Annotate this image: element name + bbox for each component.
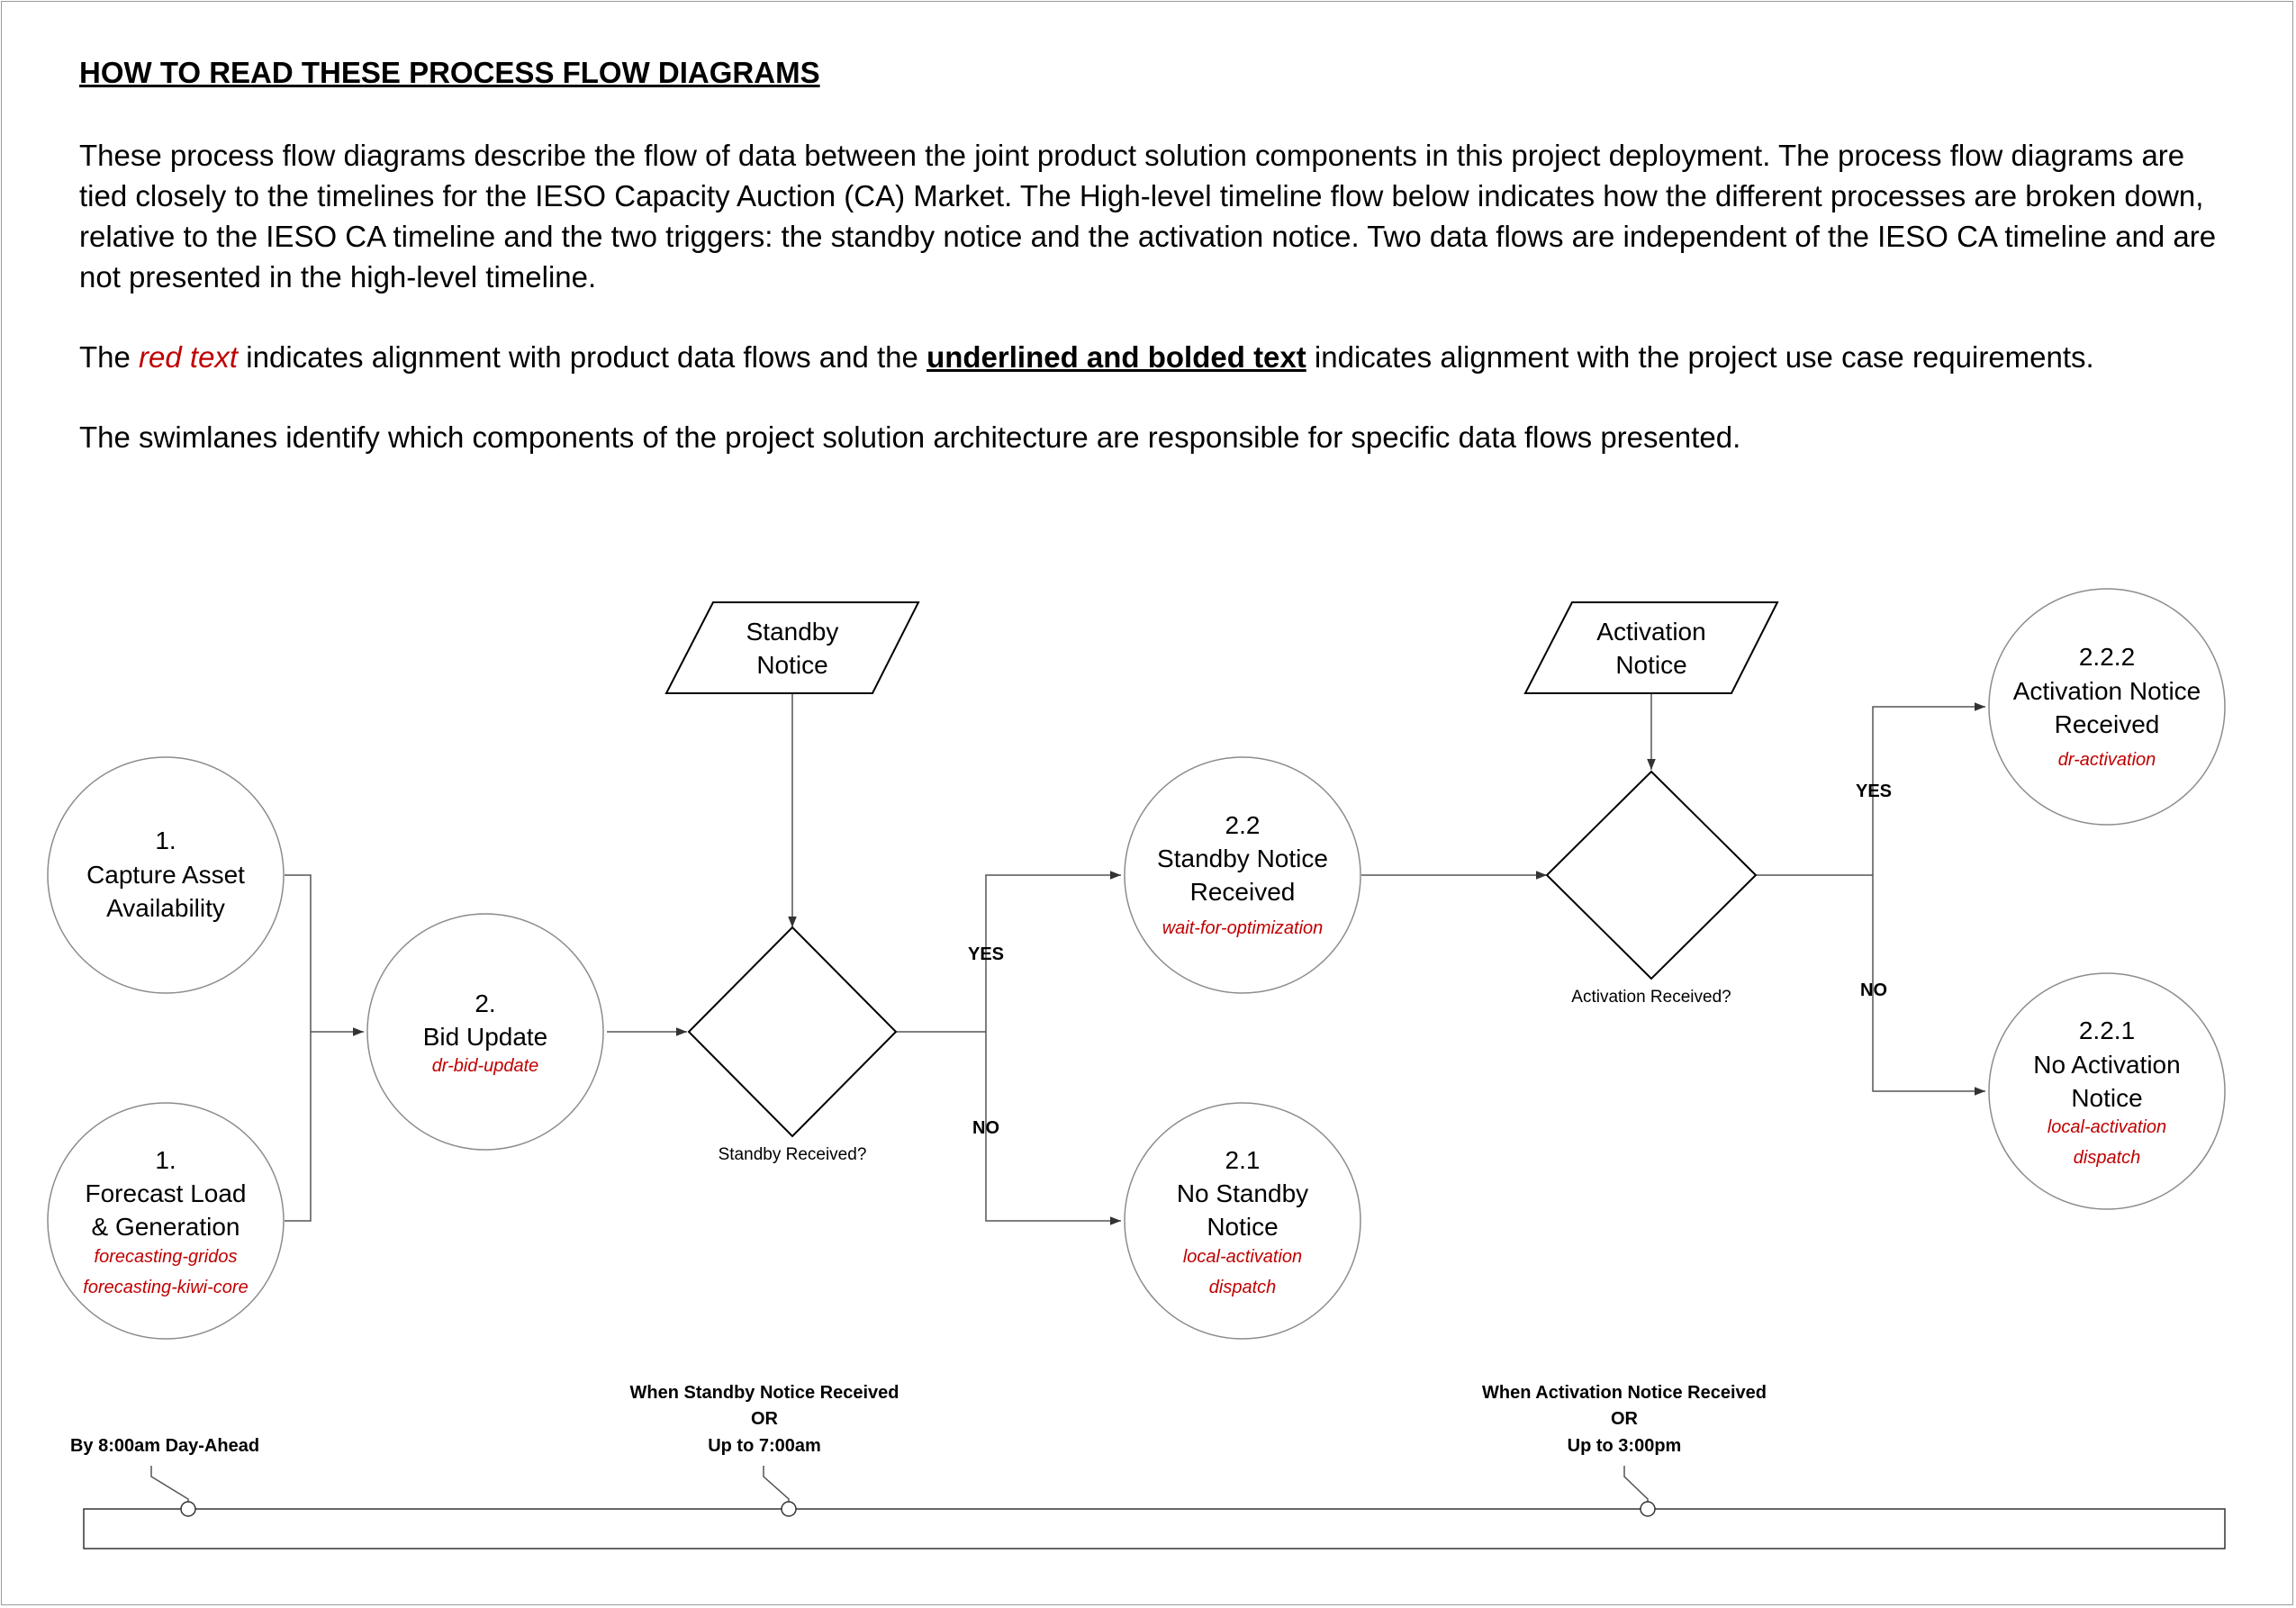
input-label-line1: Activation (1596, 618, 1705, 646)
para2-middle: indicates alignment with product data fl… (238, 340, 927, 374)
node-tag-2: dispatch (2074, 1148, 2141, 1168)
connector-no-to-2-2-1 (1872, 875, 1985, 1096)
node-circle (1988, 972, 2226, 1210)
node-tag-1: forecasting-gridos (95, 1247, 238, 1267)
milestone-label-line1: When Standby Notice Received (630, 1383, 899, 1403)
bold-text-sample: underlined and bolded text (927, 340, 1306, 374)
node-number: 2.2.1 (2079, 1016, 2135, 1044)
red-text-sample: red text (139, 340, 239, 374)
node-capture-asset-availability: 1. Capture Asset Availability (47, 756, 285, 994)
node-number: 2.2.2 (2079, 643, 2135, 671)
connector-yes-to-2-2-2 (1872, 702, 1985, 875)
milestone-label-line3: Up to 7:00am (708, 1436, 821, 1456)
node-label-line1: Standby Notice (1157, 845, 1328, 872)
node-label-line1: Bid Update (423, 1023, 548, 1051)
connector-yes-to-2-2 (985, 871, 1121, 1032)
timeline-bar (83, 1508, 2226, 1549)
node-tag-2: dispatch (1209, 1278, 1277, 1297)
input-label-line2: Notice (756, 651, 827, 679)
milestone-label-line1: When Activation Notice Received (1482, 1383, 1767, 1403)
milestone-marker (180, 1501, 196, 1517)
node-circle (47, 756, 285, 994)
diamond-shape (687, 926, 898, 1138)
decision-label: Standby Received? (719, 1145, 867, 1164)
milestone-label-line2: OR (751, 1409, 779, 1429)
decision-activation-received: Activation Received? (1545, 770, 1758, 1007)
node-label-line1: No Activation (2033, 1051, 2180, 1079)
node-tag-2: forecasting-kiwi-core (83, 1278, 248, 1297)
intro-paragraph-1: These process flow diagrams describe the… (79, 139, 2217, 294)
parallelogram-shape (1523, 601, 1779, 694)
para2-prefix: The (79, 340, 140, 374)
milestone-leader (150, 1466, 189, 1509)
page-title: HOW TO READ THESE PROCESS FLOW DIAGRAMS (79, 56, 820, 89)
connectors (285, 693, 1985, 1225)
branch-label-yes-standby: YES (968, 944, 1004, 964)
node-number: 2.1 (1225, 1146, 1261, 1174)
node-number: 2.2 (1225, 811, 1261, 839)
node-tag-1: local-activation (2047, 1117, 2166, 1137)
node-circle (47, 1102, 285, 1340)
connector-merge-inputs (285, 874, 312, 1222)
node-label-line2: Notice (1207, 1213, 1278, 1241)
branch-label-no-standby: NO (972, 1118, 999, 1138)
node-tag-1: dr-bid-update (432, 1056, 539, 1076)
node-number: 2. (475, 989, 495, 1017)
node-no-activation-notice: 2.2.1 No Activation Notice local-activat… (1988, 972, 2226, 1210)
node-label-line2: Received (2055, 710, 2160, 738)
node-label-line1: No Standby (1177, 1179, 1308, 1207)
milestone-label-line2: OR (1611, 1409, 1639, 1429)
node-label-line1: Activation Notice (2013, 677, 2201, 705)
milestone-label-line3: Up to 3:00pm (1568, 1436, 1682, 1456)
parallelogram-shape (664, 601, 920, 694)
node-circle (366, 913, 604, 1151)
node-forecast-load-generation: 1. Forecast Load & Generation forecastin… (47, 1102, 285, 1340)
connector-no-to-2-1 (985, 1032, 1121, 1225)
decision-label: Activation Received? (1571, 988, 1731, 1007)
node-label-line1: Capture Asset (86, 861, 245, 889)
diamond-shape (1545, 770, 1758, 980)
node-bid-update: 2. Bid Update dr-bid-update (366, 913, 604, 1151)
node-no-standby-notice: 2.1 No Standby Notice local-activation d… (1124, 1102, 1361, 1340)
node-standby-notice-received: 2.2 Standby Notice Received wait-for-opt… (1124, 756, 1361, 994)
node-tag-1: local-activation (1183, 1247, 1302, 1267)
node-label-line2: & Generation (92, 1213, 240, 1241)
timeline-milestone-activation: When Activation Notice Received OR Up to… (1482, 1383, 1767, 1517)
timeline-milestone-day-ahead: By 8:00am Day-Ahead (70, 1436, 259, 1517)
node-tag-1: dr-activation (2058, 750, 2156, 770)
node-circle (1124, 1102, 1361, 1340)
para2-suffix: indicates alignment with the project use… (1306, 340, 2094, 374)
node-label-line2: Availability (106, 894, 225, 922)
node-label-line2: Notice (2071, 1084, 2142, 1112)
milestone-marker (1640, 1501, 1656, 1517)
milestone-label-line1: By 8:00am Day-Ahead (70, 1436, 259, 1456)
timeline-milestone-standby: When Standby Notice Received OR Up to 7:… (630, 1383, 899, 1517)
node-label-line1: Forecast Load (86, 1179, 247, 1207)
node-circle (1988, 588, 2226, 826)
branch-label-no-activation: NO (1860, 980, 1887, 1000)
node-label-line2: Received (1190, 878, 1296, 906)
milestone-marker (781, 1501, 797, 1517)
input-standby-notice: Standby Notice (664, 601, 920, 694)
high-level-timeline: By 8:00am Day-Ahead When Standby Notice … (70, 1383, 2226, 1549)
intro-paragraph-2: The red text indicates alignment with pr… (79, 337, 2240, 377)
node-number: 1. (155, 827, 176, 854)
decision-standby-received: Standby Received? (687, 926, 898, 1164)
input-label-line2: Notice (1615, 651, 1686, 679)
node-number: 1. (155, 1146, 176, 1174)
branch-label-yes-activation: YES (1856, 781, 1892, 801)
input-activation-notice: Activation Notice (1523, 601, 1779, 694)
intro-paragraph-3: The swimlanes identify which components … (79, 420, 1741, 454)
node-tag-1: wait-for-optimization (1162, 918, 1324, 938)
input-label-line1: Standby (746, 618, 839, 646)
node-circle (1124, 756, 1361, 994)
node-activation-notice-received: 2.2.2 Activation Notice Received dr-acti… (1988, 588, 2226, 826)
